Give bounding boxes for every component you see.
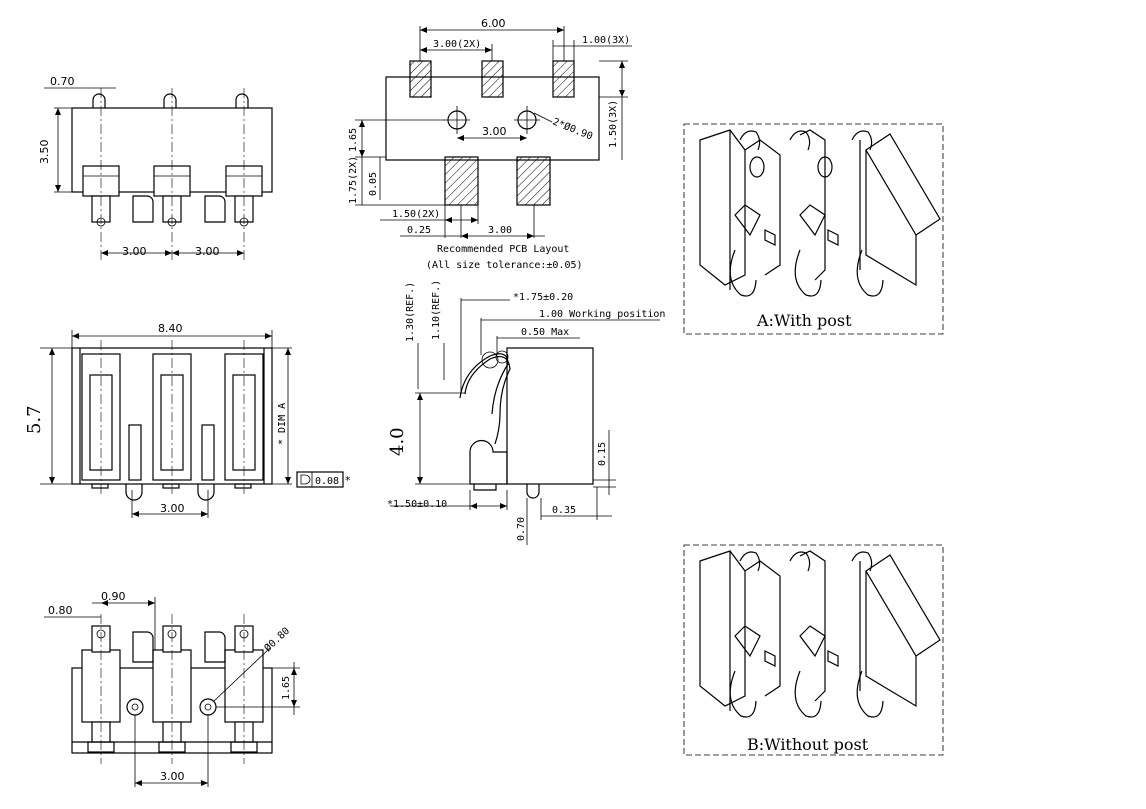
side-view: 4.0 1.30(REF.) 1.10(REF.) *1.75±0.20 1.0… xyxy=(387,280,665,545)
max-label: 0.50 Max xyxy=(521,327,569,338)
bottom-view: 0.80 0.90 Ø0.80 1.65 3.00 xyxy=(44,590,300,787)
pcb-tolerance: (All size tolerance:±0.05) xyxy=(426,260,583,271)
post-dia-label: Ø0.80 xyxy=(262,625,292,654)
flatness-asterisk: * xyxy=(345,474,351,487)
pin-width-label: 0.70 xyxy=(50,75,75,88)
top-height-label: 3.50 xyxy=(38,140,51,165)
pcb-hole-spacing-label: 3.00 xyxy=(482,125,507,138)
ref-110-label: 1.10(REF.) xyxy=(431,280,442,340)
bottom-edge-label: 0.80 xyxy=(48,604,73,617)
top-pitch-left-label: 3.00 xyxy=(122,245,147,258)
dim-a-label: * DIM A xyxy=(277,403,288,445)
top-view: 3.00 3.00 0.70 3.50 xyxy=(38,75,273,260)
base-label: *1.50±0.10 xyxy=(387,499,447,510)
variant-b-label: B:Without post xyxy=(747,735,869,754)
flatness-label: 0.08 xyxy=(315,476,339,487)
variant-a-with-post: A:With post xyxy=(683,123,944,335)
pcb-title: Recommended PCB Layout xyxy=(437,244,569,255)
offset-035-label: 0.35 xyxy=(552,505,576,516)
side-height-label: 4.0 xyxy=(387,427,408,456)
pcb-005-label: 0.05 xyxy=(368,172,379,196)
pcb-pad-width-label: 1.00(3X) xyxy=(582,35,630,46)
pcb-pad-width-bottom-label: 1.50(2X) xyxy=(392,209,440,220)
pcb-025-label: 0.25 xyxy=(407,225,431,236)
front-pitch-label: 3.00 xyxy=(160,502,185,515)
pcb-pitch-bottom-label: 3.00 xyxy=(488,225,512,236)
front-view: 8.40 5.7 * DIM A 3.00 0.08 * xyxy=(24,322,351,518)
post-spacing-label: 1.65 xyxy=(281,676,292,700)
pcb-165-label: 1.65 xyxy=(348,128,359,152)
pcb-pitch-top-label: 3.00(2X) xyxy=(433,39,481,50)
pcb-175-label: 1.75(2X) xyxy=(348,156,359,204)
variant-a-label: A:With post xyxy=(756,311,852,330)
pcb-layout: 6.00 3.00(2X) 1.00(3X) 1.50(3X) 3.00 2*Ø… xyxy=(348,17,632,271)
bottom-pitch-label: 3.00 xyxy=(160,770,185,783)
top-pitch-right-label: 3.00 xyxy=(195,245,220,258)
pcb-hole-dia-label: 2*Ø0.90 xyxy=(551,116,595,143)
post-offset-label: 0.90 xyxy=(101,590,126,603)
ref-130-label: 1.30(REF.) xyxy=(405,282,416,342)
travel-label: *1.75±0.20 xyxy=(513,292,573,303)
pcb-pad-height-label: 1.50(3X) xyxy=(608,100,619,148)
variant-b-without-post: B:Without post xyxy=(683,544,944,756)
offset-015-label: 0.15 xyxy=(597,442,608,466)
pcb-overall-label: 6.00 xyxy=(481,17,506,30)
front-width-label: 8.40 xyxy=(158,322,183,335)
working-label: 1.00 Working position xyxy=(539,309,665,320)
front-height-label: 5.7 xyxy=(24,405,45,434)
post-height-label: 0.70 xyxy=(516,517,527,541)
